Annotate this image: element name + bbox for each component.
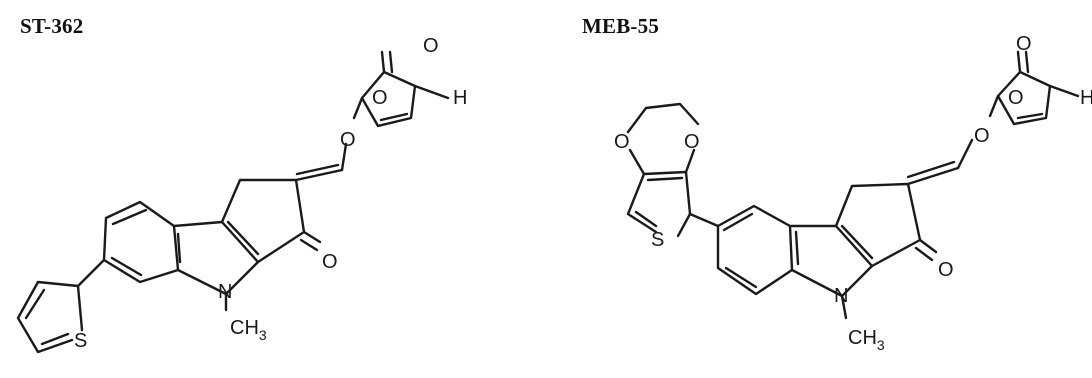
st362-cyclopentenone-ring xyxy=(220,178,322,264)
st362-atom-n: N xyxy=(218,281,232,303)
st362-atom-o-carbonyl: O xyxy=(423,35,439,57)
st362-enol-ether-linker xyxy=(294,96,364,182)
st362-atom-s: S xyxy=(74,330,87,352)
meb55-atom-ch: CH3 xyxy=(848,327,885,353)
meb55-atom-o-dioxane-left: O xyxy=(614,131,630,153)
meb55-atom-o-carbonyl: O xyxy=(1016,33,1032,55)
st362-pyrrole-ring xyxy=(172,220,260,312)
meb55-atom-o-dioxane-right: O xyxy=(684,131,700,153)
structure-meb55: O O H O O N CH3 S O O xyxy=(614,33,1092,353)
meb55-cyclopentenone-ring xyxy=(834,182,938,268)
meb55-edot-ring xyxy=(626,102,720,238)
compound-title-st362: ST-362 xyxy=(20,14,84,38)
meb55-atom-n: N xyxy=(834,285,848,307)
meb55-atom-h: H xyxy=(1080,87,1092,109)
st362-atom-h: H xyxy=(453,87,467,109)
st362-atom-ch: CH3 xyxy=(230,317,267,343)
st362-atom-o-ether: O xyxy=(340,129,356,151)
structure-st362: O O H O O N CH3 S xyxy=(16,35,467,354)
meb55-atom-o-ether: O xyxy=(974,125,990,147)
meb55-atom-o-ketone: O xyxy=(938,259,954,281)
st362-atom-o-ring: O xyxy=(372,87,388,109)
st362-atom-o-ketone: O xyxy=(322,251,338,273)
st362-benzene-ring xyxy=(102,200,182,284)
st362-butenolide-ring xyxy=(360,50,450,128)
meb55-butenolide-ring xyxy=(996,50,1080,126)
st362-thiophene-ring xyxy=(16,258,106,354)
meb55-atom-s: S xyxy=(651,229,664,251)
meb55-atom-o-ring: O xyxy=(1008,87,1024,109)
meb55-pyrrole-ring xyxy=(788,224,874,320)
compound-title-meb55: MEB-55 xyxy=(582,14,660,38)
meb55-enol-ether-linker xyxy=(906,94,1000,186)
meb55-benzene-ring xyxy=(716,204,800,296)
